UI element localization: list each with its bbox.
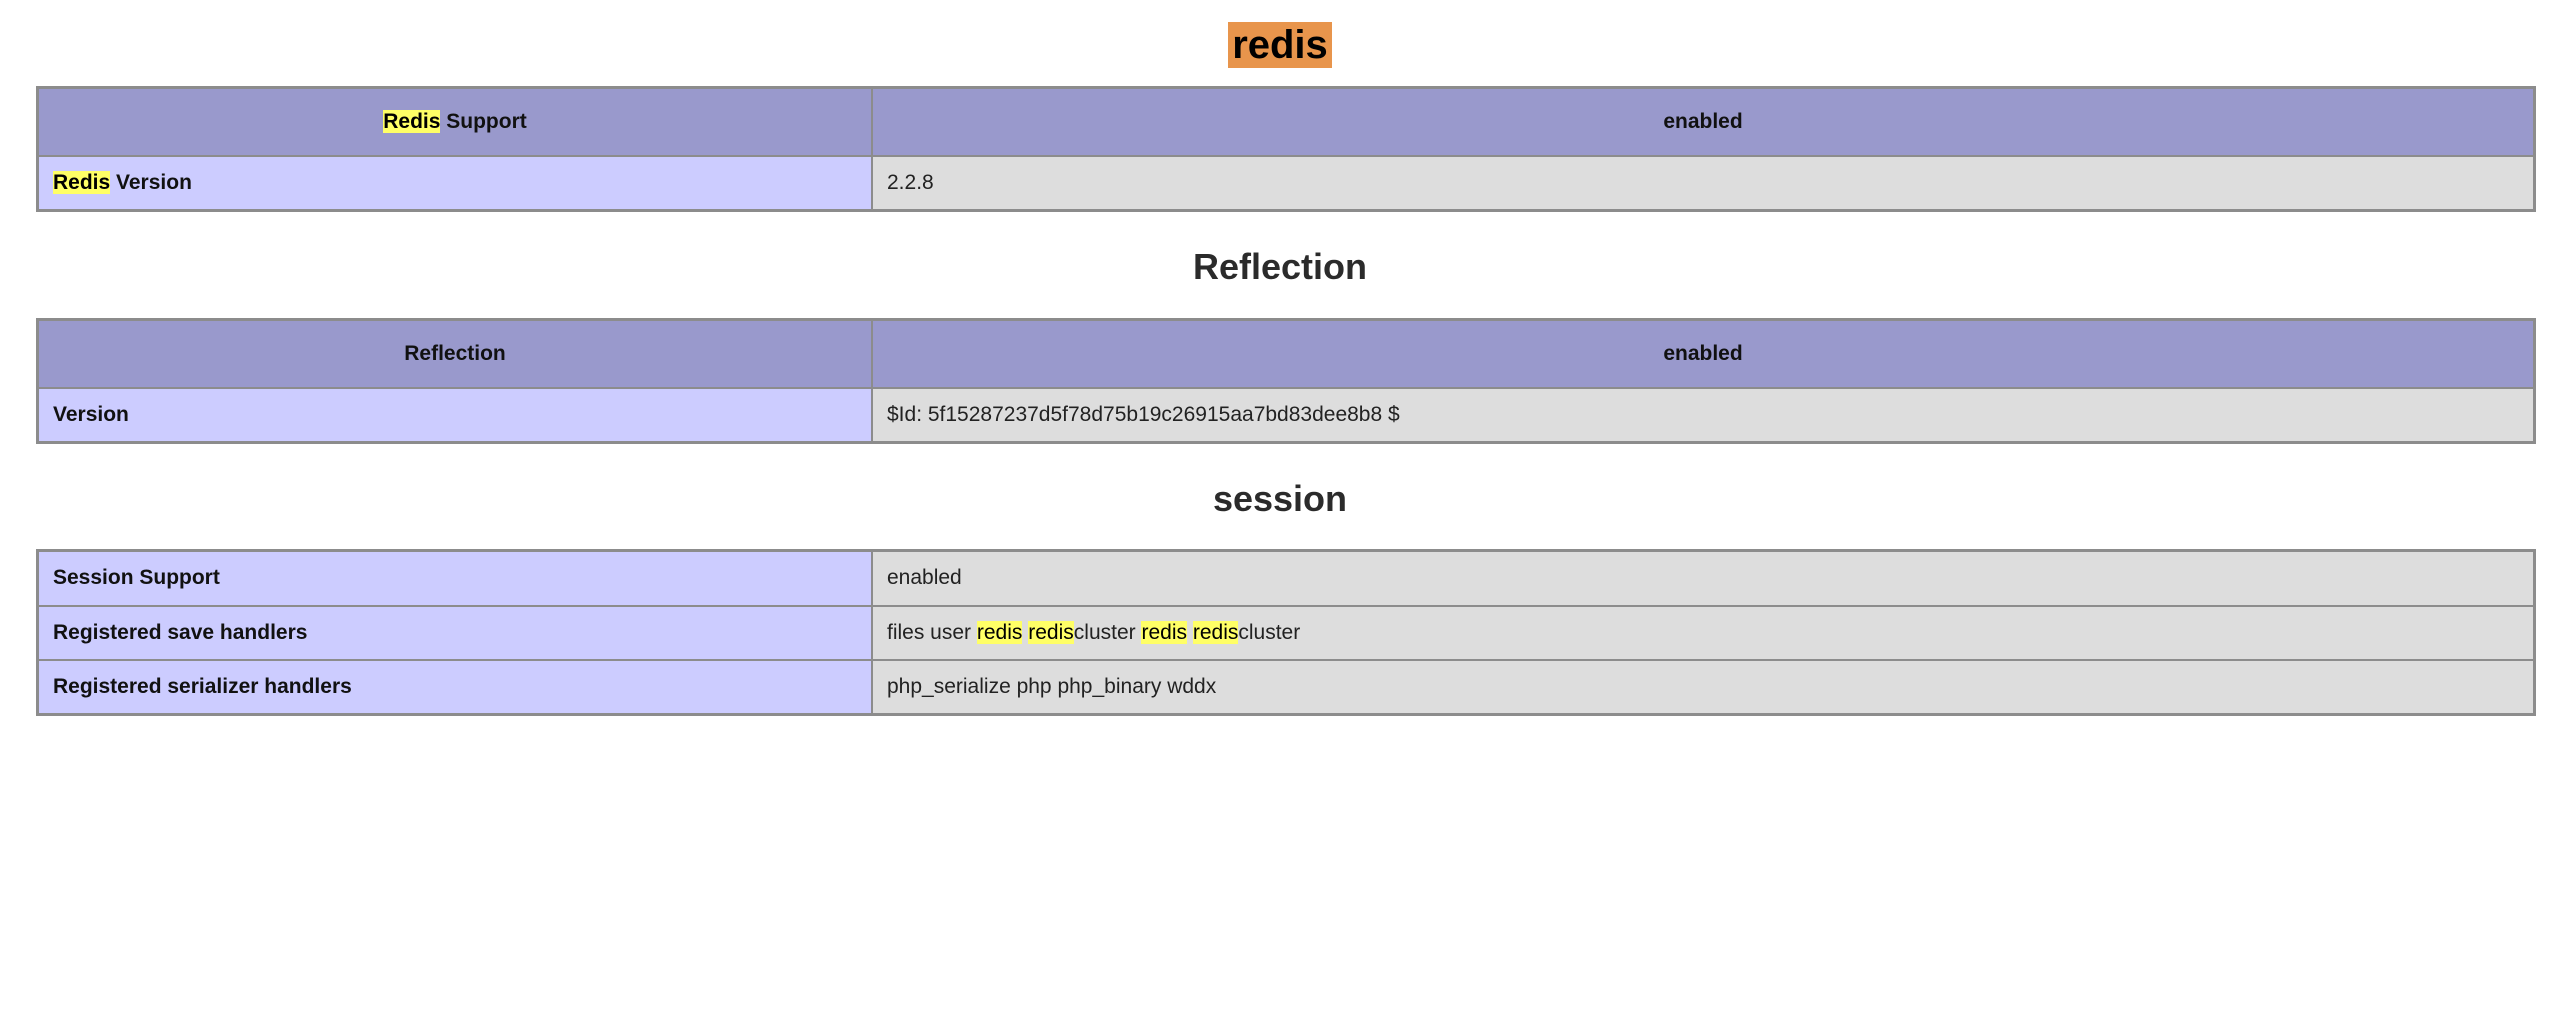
table-header-value-cell: enabled xyxy=(872,88,2534,156)
section-heading-session: session xyxy=(1212,477,1348,519)
table-row-name-cell: Redis Version xyxy=(38,156,872,211)
table-header-name-cell: Reflection xyxy=(38,319,872,388)
table-row-value-cell: enabled xyxy=(872,551,2534,606)
table-row-name-cell: Session Support xyxy=(38,551,872,606)
section-heading-redis: redis xyxy=(0,0,2560,86)
table-header-name-cell: Redis Support xyxy=(38,88,872,156)
table-row-name-cell: Version xyxy=(38,387,872,442)
table-header-name-text-1: Support xyxy=(440,109,527,133)
row-0-name-highlight-match-0: Redis xyxy=(53,171,111,194)
row-0-name-text-0: Session Support xyxy=(53,566,220,590)
row-1-value-highlight-match-7: redis xyxy=(1192,620,1239,644)
row-1-value-highlight-match-1: redis xyxy=(976,620,1023,644)
table-row-name-cell: Registered save handlers xyxy=(38,605,872,660)
table-header-name-text-0: Reflection xyxy=(404,341,506,365)
row-0-value-text-0: $Id: 5f15287237d5f78d75b19c26915aa7bd83d… xyxy=(887,402,1400,426)
row-1-name-text-0: Registered save handlers xyxy=(53,620,308,644)
row-1-value-text-8: cluster xyxy=(1238,620,1301,644)
table-row-value-cell: php_serialize php php_binary wddx xyxy=(872,659,2534,715)
row-2-value-text-0: php_serialize php php_binary wddx xyxy=(887,674,1217,698)
table-row-value-cell: 2.2.8 xyxy=(872,156,2534,211)
row-1-value-text-0: files user xyxy=(887,620,977,644)
row-0-name-text-0: Version xyxy=(53,402,129,426)
table-header-row: Reflection enabled xyxy=(38,319,2534,388)
row-0-value-text-0: enabled xyxy=(887,566,962,590)
row-2-name-text-0: Registered serializer handlers xyxy=(53,674,352,698)
table-row-value-cell: $Id: 5f15287237d5f78d75b19c26915aa7bd83d… xyxy=(872,387,2534,442)
table-header-name-highlight-match-0: Redis xyxy=(383,109,441,133)
table-row-name-cell: Registered serializer handlers xyxy=(38,659,872,715)
row-0-name-text-1: Version xyxy=(110,171,192,194)
row-1-value-text-6 xyxy=(1187,621,1193,644)
table-row: Registered serializer handlers php_serial… xyxy=(38,659,2534,715)
table-row-value-cell: files user redis rediscluster redis redi… xyxy=(872,605,2534,660)
table-row: Version $Id: 5f15287237d5f78d75b19c26915a… xyxy=(38,387,2534,442)
section-heading-redis-highlight-active: redis xyxy=(1228,22,1332,68)
table-row: Registered save handlers files user redis… xyxy=(38,605,2534,660)
row-1-value-highlight-match-5: redis xyxy=(1141,620,1187,644)
table-row: Redis Version 2.2.8 xyxy=(38,156,2534,211)
table-row: Session Support enabled xyxy=(38,551,2534,606)
row-0-value-text-0: 2.2.8 xyxy=(887,171,934,194)
table-header-value-cell: enabled xyxy=(872,319,2534,388)
section-heading-reflection: Reflection xyxy=(1192,246,1368,288)
row-1-value-highlight-match-3: redis xyxy=(1028,620,1074,644)
row-1-value-text-4: cluster xyxy=(1073,620,1142,644)
